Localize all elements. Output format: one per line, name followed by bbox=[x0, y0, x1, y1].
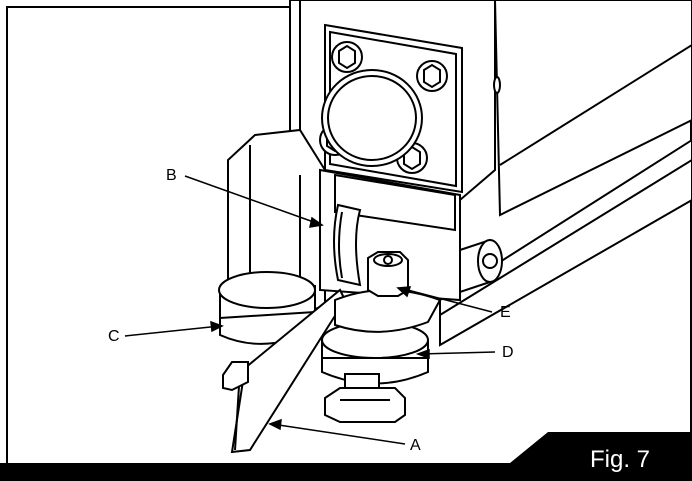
callout-e: E bbox=[500, 304, 511, 321]
callout-c: C bbox=[108, 328, 120, 345]
center-block bbox=[319, 168, 461, 302]
rail-assembly bbox=[439, 0, 692, 347]
left-nut bbox=[222, 361, 249, 392]
figure-tab bbox=[510, 432, 692, 481]
side-knob bbox=[459, 238, 503, 294]
leader-lines bbox=[124, 175, 496, 445]
callout-b: B bbox=[166, 167, 177, 184]
right-roller bbox=[321, 289, 442, 385]
adjust-bolt bbox=[367, 251, 409, 297]
mounting-plate bbox=[319, 23, 463, 194]
callout-d: D bbox=[502, 344, 514, 361]
bottom-nut bbox=[324, 373, 406, 423]
figure-label: Fig. 7 bbox=[590, 446, 650, 473]
callout-a: A bbox=[410, 437, 421, 454]
